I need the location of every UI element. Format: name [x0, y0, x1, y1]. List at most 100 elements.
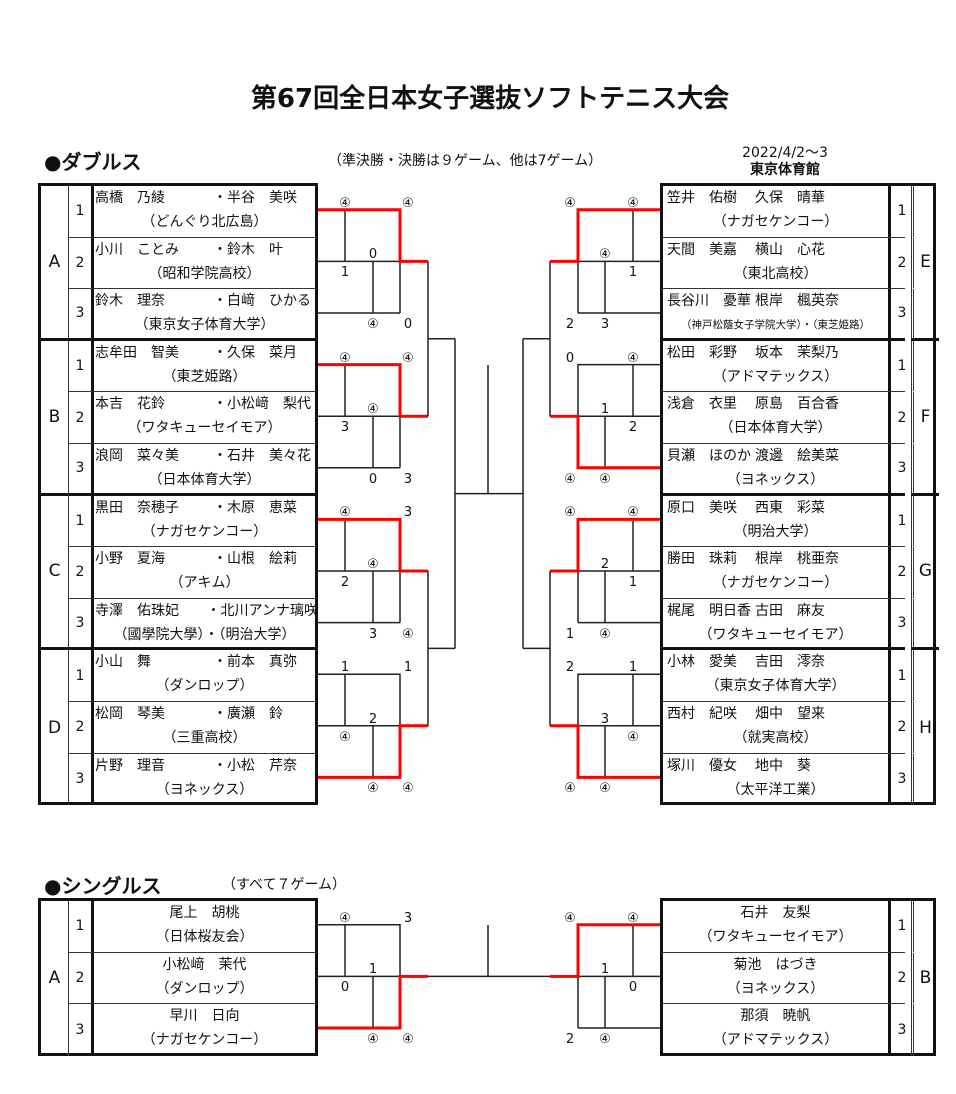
team-name: （就実高校）: [733, 730, 818, 746]
player-1: 片野 理音: [95, 757, 165, 774]
player-names: 浅倉 衣里原島 百合香: [663, 392, 888, 416]
match-score: 1: [628, 575, 638, 590]
player-2: ・白﨑 ひかる: [213, 293, 311, 310]
entry-names: 小松﨑 茉代（ダンロップ）: [91, 953, 318, 1004]
entry-names: 那須 暁帆（アドマテックス）: [663, 1004, 888, 1056]
match-score: 2: [368, 711, 378, 727]
team-name: （東北高校）: [733, 265, 818, 282]
entry-names: 西村 紀咲畑中 望来（就実高校）: [663, 702, 888, 753]
seed-number: 2: [69, 702, 94, 753]
team-name: （アキム）: [169, 575, 240, 592]
match-score: ④: [599, 471, 611, 487]
team-name: （ナガセケンコー）: [141, 523, 268, 540]
player-names: 天間 美嘉横山 心花: [663, 238, 888, 262]
seed-number: 2: [69, 952, 94, 1004]
match-score: ④: [627, 910, 639, 926]
match-score: ④: [599, 1032, 611, 1047]
seed-number: 2: [888, 702, 914, 753]
match-score: ④: [402, 626, 414, 642]
entry-names: 鈴木 理奈・白﨑 ひかる（東京女子体育大学）: [91, 289, 318, 338]
player-1: 小野 夏海: [95, 551, 165, 568]
match-score: 2: [600, 557, 610, 572]
entry-names: 笠井 佑樹久保 晴華（ナガセケンコー）: [663, 186, 888, 237]
entry-names: 天間 美嘉横山 心花 （東北高校）: [663, 238, 888, 289]
match-score: ④: [402, 1032, 414, 1047]
seed-number: 3: [69, 753, 94, 806]
entry-names: 小山 舞・前本 真弥（ダンロップ）: [91, 650, 318, 701]
match-score: 1: [368, 962, 378, 978]
singles-heading: ●シングルス: [44, 874, 162, 898]
entry-names: 小川 ことみ・鈴木 叶（昭和学院高校）: [91, 238, 318, 289]
player-names: 小山 舞・前本 真弥: [91, 650, 318, 674]
player-1: 松田 彩野: [667, 344, 737, 361]
player-1: 菊池 はづき: [733, 956, 818, 973]
entry-names: 塚川 優女地中 葵（太平洋工業）: [663, 754, 888, 806]
match-score: ④: [627, 505, 639, 521]
team-name: （ヨネックス）: [726, 472, 825, 488]
winner-path: [550, 923, 660, 978]
match-score: ④: [627, 350, 639, 366]
entry-names: 片野 理音・小松 芹奈（ヨネックス）: [91, 754, 318, 806]
player-2: ・木原 恵菜: [213, 499, 297, 516]
match-score: 3: [600, 711, 610, 727]
player-1: 那須 暁帆: [740, 1008, 811, 1025]
team-name: （アドマテックス）: [712, 368, 839, 385]
player-names: 原口 美咲西東 彩菜: [663, 496, 888, 520]
match-score: ④: [564, 505, 576, 521]
player-2: 根岸 桃亜奈: [755, 551, 839, 568]
player-2: ・北川アンナ璃咲: [206, 602, 318, 619]
entry-names: 松岡 琴美・廣瀬 鈴（三重高校）: [91, 702, 318, 753]
player-1: 志牟田 智美: [95, 344, 179, 361]
player-1: 小川 ことみ: [95, 241, 179, 258]
match-score: 1: [403, 660, 413, 676]
player-2: 地中 葵: [755, 757, 811, 774]
match-score: ④: [339, 729, 351, 745]
match-score: ④: [402, 195, 414, 211]
seed-number: 1: [69, 340, 94, 392]
player-2: 畑中 望来: [755, 706, 825, 722]
player-1: 松岡 琴美: [95, 706, 165, 722]
entry-names: 長谷川 憂華根岸 楓英奈（神戸松蔭女子学院大学）・（東芝姫路）: [663, 289, 888, 338]
match-score: ④: [564, 910, 576, 926]
page-title: 第67回全日本女子選抜ソフトテニス大会: [250, 84, 730, 114]
match-score: 0: [565, 350, 575, 366]
player-names: 早川 日向: [91, 1004, 318, 1028]
player-1: 貝瀬 ほのか: [667, 448, 751, 464]
entry-names: 原口 美咲西東 彩菜（明治大学）: [663, 496, 888, 547]
match-score: ④: [367, 317, 379, 332]
match-score: ④: [599, 626, 611, 642]
match-score: 1: [565, 626, 575, 642]
team-name: （ワタキューセイモア）: [698, 929, 853, 945]
team-name: （ナガセケンコー）: [712, 575, 839, 592]
match-score: ④: [599, 781, 611, 797]
winner-path: [550, 208, 660, 263]
player-2: ・小松 芹奈: [213, 757, 297, 774]
team-name: （東芝姫路）: [162, 368, 247, 385]
team-name: （日本体育大学）: [148, 472, 261, 488]
match-score: 2: [340, 575, 350, 590]
team-name: （ワタキューセイモア）: [127, 420, 282, 437]
player-names: 石井 友梨: [663, 901, 888, 925]
player-2: 原島 百合香: [755, 396, 839, 413]
player-1: 塚川 優女: [667, 757, 737, 774]
group-label: B: [41, 340, 69, 496]
match-score: ④: [564, 781, 576, 797]
entry-names: 尾上 胡桃（日体桜友会）: [91, 901, 318, 952]
group-label: H: [911, 650, 939, 806]
player-2: ・前本 真弥: [213, 654, 297, 671]
player-names: 黒田 奈穂子・木原 恵菜: [91, 496, 318, 520]
seed-number: 3: [888, 1004, 914, 1056]
